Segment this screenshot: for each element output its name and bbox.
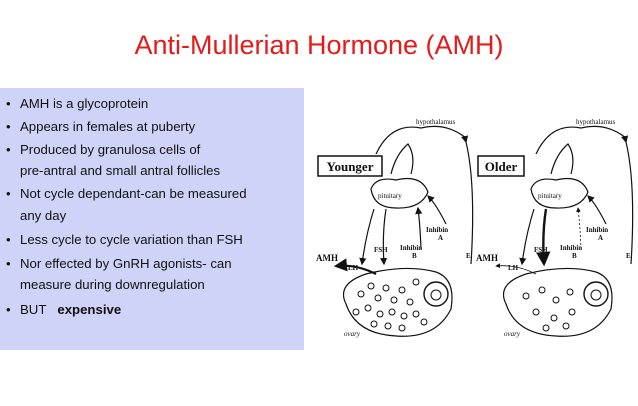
younger-amh-label: AMH	[316, 253, 338, 263]
slide-title: Anti-Mullerian Hormone (AMH)	[134, 30, 504, 60]
bullet-text: any day	[20, 208, 67, 223]
older-ovary-outline	[502, 267, 613, 337]
older-amh-label: AMH	[476, 253, 498, 263]
younger-fsh-arrow	[380, 208, 388, 266]
younger-inhibin-a-label-2: A	[438, 234, 443, 242]
younger-pituitary-outline	[370, 177, 429, 209]
older-follicles	[522, 286, 576, 332]
younger-fsh-label: FSH	[374, 246, 388, 254]
younger-inhibin-b-label-1: Inhibin	[400, 244, 422, 252]
younger-inhibin-b-label-2: B	[412, 252, 417, 260]
younger-panel: Younger hypothalamus pituitary AMH LH FS…	[316, 118, 474, 338]
bullet-text: Less cycle to cycle variation than FSH	[20, 232, 243, 247]
older-pituitary-label: pituitary	[538, 192, 562, 200]
older-panel: Older hypothalamus pituitary AMH LH FSH …	[476, 118, 634, 338]
older-inhibin-a-arrow	[587, 195, 607, 225]
older-inhibin-a-label-2: A	[598, 234, 603, 242]
bullet-marker: •	[6, 186, 11, 201]
bullet-text: measure during downregulation	[20, 277, 205, 292]
older-hypothalamus-outline	[535, 125, 627, 155]
younger-dominant-follicle	[423, 281, 449, 307]
amh-feedback-diagram: Younger hypothalamus pituitary AMH LH FS…	[316, 118, 634, 338]
bullet-text: BUT	[20, 302, 47, 317]
younger-lh-label: LH	[348, 264, 359, 272]
younger-hypothalamus-label: hypothalamus	[416, 118, 456, 126]
younger-stalk-outline	[390, 143, 414, 175]
older-inhibin-b-label-2: B	[572, 252, 577, 260]
younger-inhibin-a-arrow	[427, 195, 447, 225]
younger-follicles	[352, 278, 428, 332]
older-inhibin-b-arrow	[576, 207, 582, 250]
bullet-marker: •	[6, 302, 11, 317]
bullet-text: Nor effected by GnRH agonists- can	[20, 256, 232, 271]
bullet-marker: •	[6, 119, 11, 134]
older-ovary-label: ovary	[504, 330, 521, 338]
older-label: Older	[485, 159, 518, 174]
emphasis-text: expensive	[57, 302, 122, 317]
older-hypothalamus-label: hypothalamus	[576, 118, 616, 126]
older-inhibin-b-label-1: Inhibin	[560, 244, 582, 252]
older-dominant-follicle	[583, 281, 609, 307]
older-inhibin-a-label-1: Inhibin	[586, 226, 608, 234]
older-fsh-arrow	[536, 208, 551, 267]
older-feedback-line-e	[621, 135, 634, 265]
bullet-marker: •	[6, 232, 11, 247]
older-oocyte	[590, 289, 602, 301]
bullet-marker: •	[6, 96, 11, 111]
bullet-text: Produced by granulosa cells of	[20, 142, 201, 157]
younger-lh-arrow	[359, 208, 375, 266]
younger-ovary-label: ovary	[344, 330, 361, 338]
bullet-marker: •	[6, 256, 11, 271]
older-lh-arrow	[519, 208, 535, 266]
younger-inhibin-a-label-1: Inhibin	[426, 226, 448, 234]
bullet-text-with-emphasis: BUT expensive	[20, 302, 121, 317]
bullet-text: Appears in females at puberty	[20, 119, 196, 134]
older-fsh-label: FSH	[534, 246, 548, 254]
bullet-panel	[0, 88, 304, 350]
older-lh-label: LH	[508, 264, 519, 272]
younger-feedback-line-e	[461, 135, 474, 265]
younger-pituitary-label: pituitary	[378, 192, 402, 200]
older-stalk-outline	[550, 143, 574, 175]
younger-e-label: E	[466, 252, 471, 260]
bullet-text: AMH is a glycoprotein	[20, 96, 149, 111]
older-label-box	[477, 155, 525, 177]
older-pituitary-outline	[530, 177, 589, 209]
younger-hypothalamus-outline	[375, 125, 467, 155]
older-e-label: E	[626, 252, 631, 260]
bullet-marker: •	[6, 142, 11, 157]
younger-inhibin-b-arrow	[415, 206, 423, 250]
bullet-text: Not cycle dependant-can be measured	[20, 186, 247, 201]
younger-ovary-outline	[342, 267, 453, 337]
younger-label: Younger	[327, 159, 374, 174]
younger-label-box	[317, 155, 383, 177]
bullet-text: pre-antral and small antral follicles	[20, 163, 221, 178]
younger-oocyte	[430, 289, 442, 301]
